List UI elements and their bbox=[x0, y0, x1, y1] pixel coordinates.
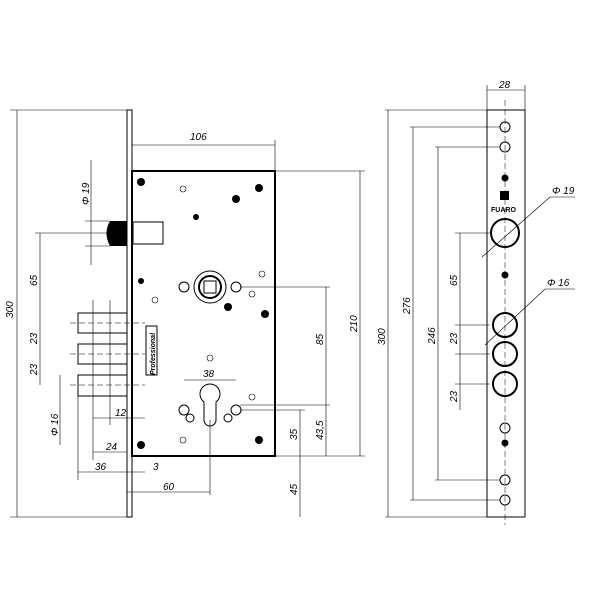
faceplate-side bbox=[486, 109, 526, 518]
dim-bolt-dia: Φ 16 bbox=[50, 413, 61, 436]
dim-246: 246 bbox=[427, 327, 438, 345]
dim-38: 38 bbox=[203, 369, 215, 380]
brand-logo: FUARO bbox=[491, 207, 516, 214]
dim-210: 210 bbox=[349, 315, 360, 333]
dim-60: 60 bbox=[163, 482, 175, 493]
dim-45: 45 bbox=[289, 483, 300, 495]
dim-65-side: 65 bbox=[449, 274, 460, 286]
cylinder-cutout bbox=[199, 383, 221, 427]
spindle-square bbox=[203, 280, 217, 294]
dim-24: 24 bbox=[105, 442, 118, 453]
dim-35: 35 bbox=[289, 428, 300, 440]
professional-label: Professional bbox=[150, 332, 157, 375]
dim-85: 85 bbox=[315, 333, 326, 345]
rivets bbox=[137, 178, 269, 449]
latch-hole bbox=[490, 218, 520, 248]
professional-plate bbox=[145, 325, 158, 376]
deadbolt bbox=[77, 374, 128, 397]
side-view: FUARO 28 300 276 246 65 23 23 Φ 19 Φ 16 bbox=[377, 80, 575, 525]
latch-bolt bbox=[106, 221, 127, 246]
dim-latch-dia-side: Φ 19 bbox=[552, 186, 575, 197]
dim-36: 36 bbox=[95, 462, 107, 473]
dim-276: 276 bbox=[402, 297, 413, 315]
lock-body bbox=[131, 170, 276, 457]
dim-23b: 23 bbox=[29, 363, 40, 376]
dim-bolt-dia-side: Φ 16 bbox=[547, 278, 570, 289]
dim-28: 28 bbox=[498, 80, 511, 91]
dim-65: 65 bbox=[29, 274, 40, 286]
dim-12: 12 bbox=[115, 408, 127, 419]
bolt-hole bbox=[492, 341, 518, 367]
dim-43-5: 43,5 bbox=[315, 420, 326, 440]
front-view: Professional 300 106 Φ 19 65 23 23 Φ 16 … bbox=[5, 109, 365, 518]
dim-300-side: 300 bbox=[377, 328, 388, 345]
dim-latch-dia: Φ 19 bbox=[81, 182, 92, 205]
dim-106: 106 bbox=[190, 132, 207, 143]
spindle-hub bbox=[193, 270, 227, 304]
dim-23a-side: 23 bbox=[449, 332, 460, 345]
dim-300: 300 bbox=[5, 301, 16, 318]
bolt-hole bbox=[492, 371, 518, 397]
dim-3: 3 bbox=[153, 462, 159, 473]
bolt-hole bbox=[492, 312, 518, 338]
latch-mechanism bbox=[132, 221, 164, 245]
dim-23a: 23 bbox=[29, 332, 40, 345]
dim-23b-side: 23 bbox=[449, 390, 460, 403]
